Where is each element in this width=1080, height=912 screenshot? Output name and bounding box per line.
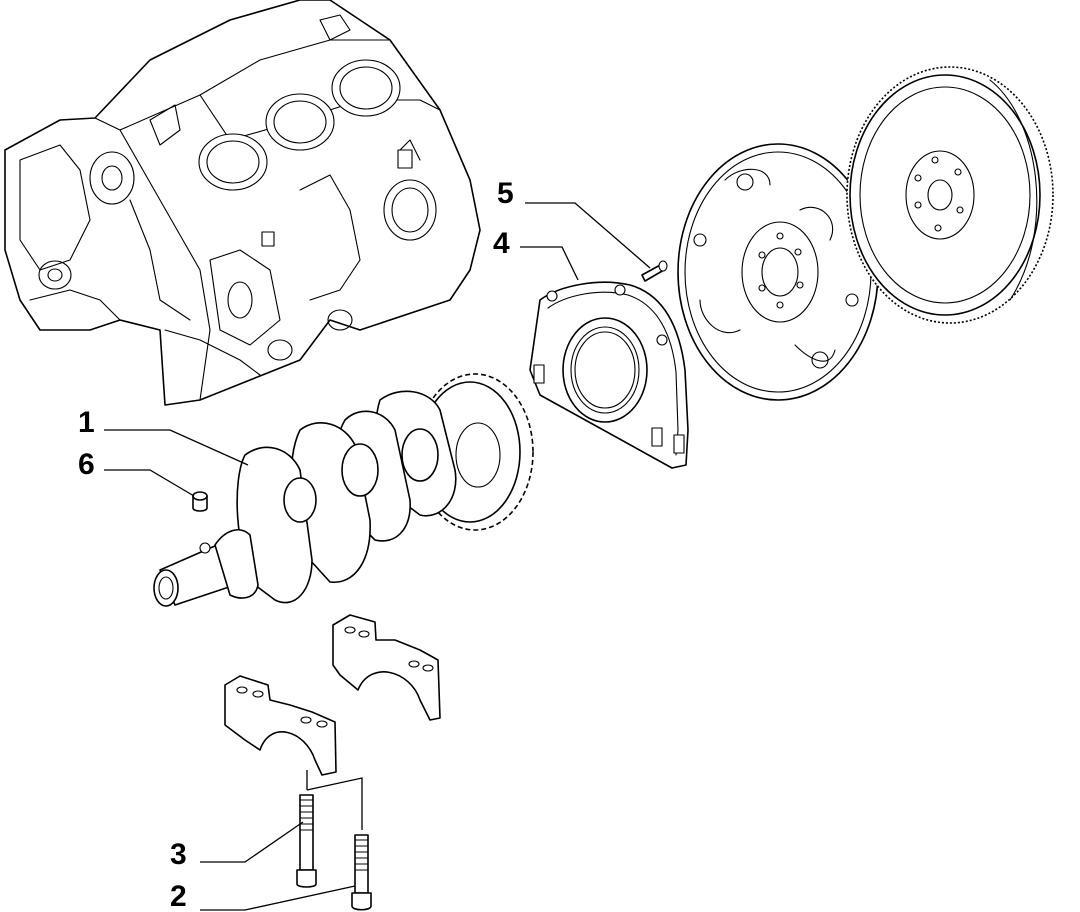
dowel-pin bbox=[192, 491, 208, 512]
callout-6: 6 bbox=[78, 448, 95, 481]
leader-line-1 bbox=[104, 429, 249, 466]
callout-2: 2 bbox=[170, 880, 187, 912]
leader-line-3 bbox=[200, 821, 304, 863]
main-cap-bolt-long bbox=[296, 794, 317, 888]
leader-line-6 bbox=[104, 469, 195, 497]
bolt-guide-line bbox=[306, 770, 363, 830]
crankshaft bbox=[153, 373, 534, 607]
callout-1: 1 bbox=[78, 406, 95, 439]
rear-seal-housing bbox=[529, 281, 689, 469]
main-bearing-cap-upper bbox=[332, 614, 441, 721]
callout-4: 4 bbox=[493, 227, 510, 260]
drive-plate bbox=[677, 143, 879, 401]
seal-housing-bolt bbox=[641, 260, 668, 282]
engine-block bbox=[4, 0, 481, 406]
main-bearing-cap-lower bbox=[224, 675, 337, 776]
leader-line-2 bbox=[200, 885, 356, 911]
leader-line-4 bbox=[520, 246, 579, 281]
callout-5: 5 bbox=[497, 177, 514, 210]
main-cap-bolt-short bbox=[351, 834, 372, 911]
flywheel bbox=[846, 66, 1054, 324]
leader-line-5 bbox=[525, 202, 651, 269]
callout-3: 3 bbox=[170, 838, 187, 871]
